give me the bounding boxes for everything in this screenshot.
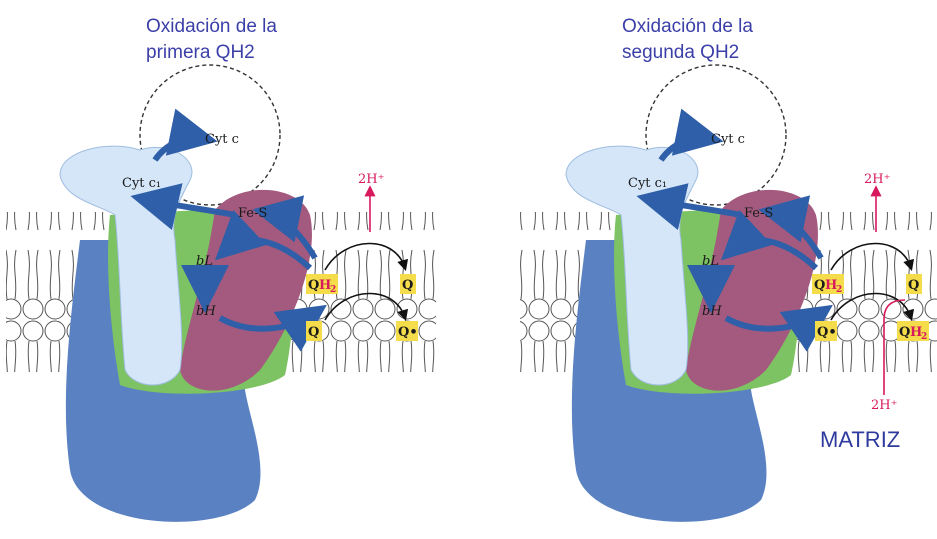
proton-in-label: 2H⁺	[871, 398, 897, 413]
q-bottom-left-text: Q	[308, 325, 319, 340]
qh2-sub-text: 2	[836, 285, 842, 295]
fes-label: Fe-S	[744, 206, 773, 221]
panel-2: Oxidación de la segunda QH2 Cyt c Cyt c₁…	[520, 16, 937, 522]
cyt-c1-label: Cyt c₁	[628, 176, 667, 191]
panel-1-title-line1: Oxidación de la	[146, 16, 277, 37]
q-top-right-text: Q	[908, 278, 919, 293]
matrix-label: MATRIZ	[820, 427, 900, 452]
q-radical-left-text: Q•	[817, 325, 837, 340]
bl-label: bL	[196, 254, 213, 269]
qh2-bottom-sub-text: 2	[921, 332, 927, 342]
panel-2-title-line2: segunda QH2	[622, 42, 739, 63]
qh2-bottom-q-text: Q	[899, 325, 910, 340]
panel-1-title-line2: primera QH2	[146, 42, 255, 63]
bh-label: bH	[196, 304, 216, 319]
panel-1: Oxidación de la primera QH2 Cyt	[6, 16, 436, 522]
bh-label: bH	[702, 304, 722, 319]
q-top-right-text: Q	[402, 278, 413, 293]
panel-2-title-line1: Oxidación de la	[622, 16, 753, 37]
qh2-q-text: Q	[308, 278, 319, 293]
q-radical-text: Q•	[398, 325, 418, 340]
qh2-q-text: Q	[814, 278, 825, 293]
qh2-sub-text: 2	[330, 285, 336, 295]
bl-label: bL	[702, 254, 719, 269]
cyt-c-label: Cyt c	[711, 132, 745, 147]
cyt-c-label: Cyt c	[205, 132, 239, 147]
cyt-c1-label: Cyt c₁	[122, 176, 161, 191]
proton-out-label: 2H⁺	[864, 172, 890, 187]
proton-out-label: 2H⁺	[358, 172, 384, 187]
fes-label: Fe-S	[238, 206, 267, 221]
